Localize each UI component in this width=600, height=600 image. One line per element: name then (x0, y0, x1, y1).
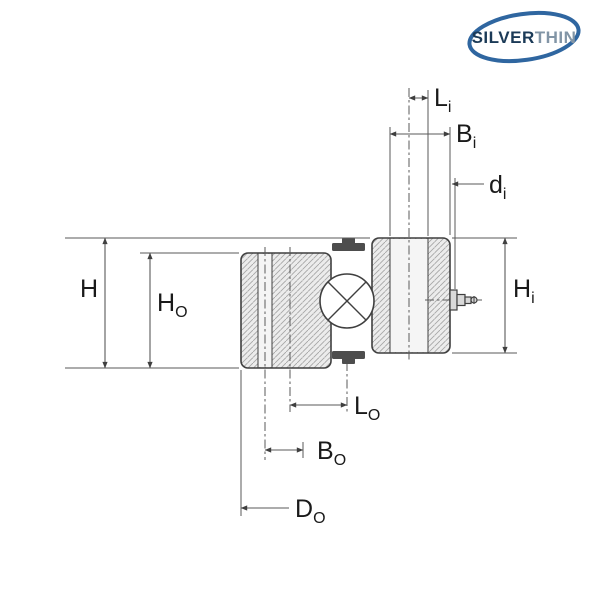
seal-top-icon (332, 238, 365, 251)
dim-h-label: H (80, 275, 98, 303)
dim-bo-label: BO (317, 437, 346, 469)
outer-ring-bolt-hole (258, 254, 272, 367)
logo-text-part2: THIN (535, 28, 577, 47)
logo-text: SILVERTHIN (472, 28, 577, 47)
seal-bottom-icon (332, 351, 365, 364)
logo-swoosh-icon (467, 10, 581, 64)
seal-bottom-lip (342, 358, 355, 364)
grease-fitting-body (456, 293, 466, 307)
inner-ring (371, 237, 451, 354)
grease-fitting-neck (464, 296, 472, 305)
bearing-ball-icon (319, 273, 375, 329)
grease-fitting-icon (449, 289, 478, 311)
dim-hi-label: Hi (513, 275, 535, 307)
dim-ho-label: HO (157, 289, 188, 321)
dim-lo-label: LO (354, 392, 380, 424)
outer-ring (240, 252, 332, 369)
dimension-labels: Li Bi di Hi H HO LO BO DO (80, 84, 535, 527)
silverthin-logo: SILVERTHIN (467, 10, 581, 64)
seal-bottom-bar (332, 351, 365, 359)
dim-bi-label: Bi (456, 120, 476, 152)
dim-do-label: DO (295, 495, 326, 527)
logo-text-part1: SILVER (472, 28, 535, 47)
grease-fitting-flange (449, 289, 458, 311)
ball-cross-line-2 (327, 281, 367, 321)
seal-top-bar (332, 243, 365, 251)
dim-di-label: di (489, 171, 506, 203)
seal-top-lip (342, 238, 355, 244)
dim-li-label: Li (434, 84, 451, 116)
dimension-lines (102, 95, 508, 511)
outer-ring-hatch (241, 253, 331, 368)
